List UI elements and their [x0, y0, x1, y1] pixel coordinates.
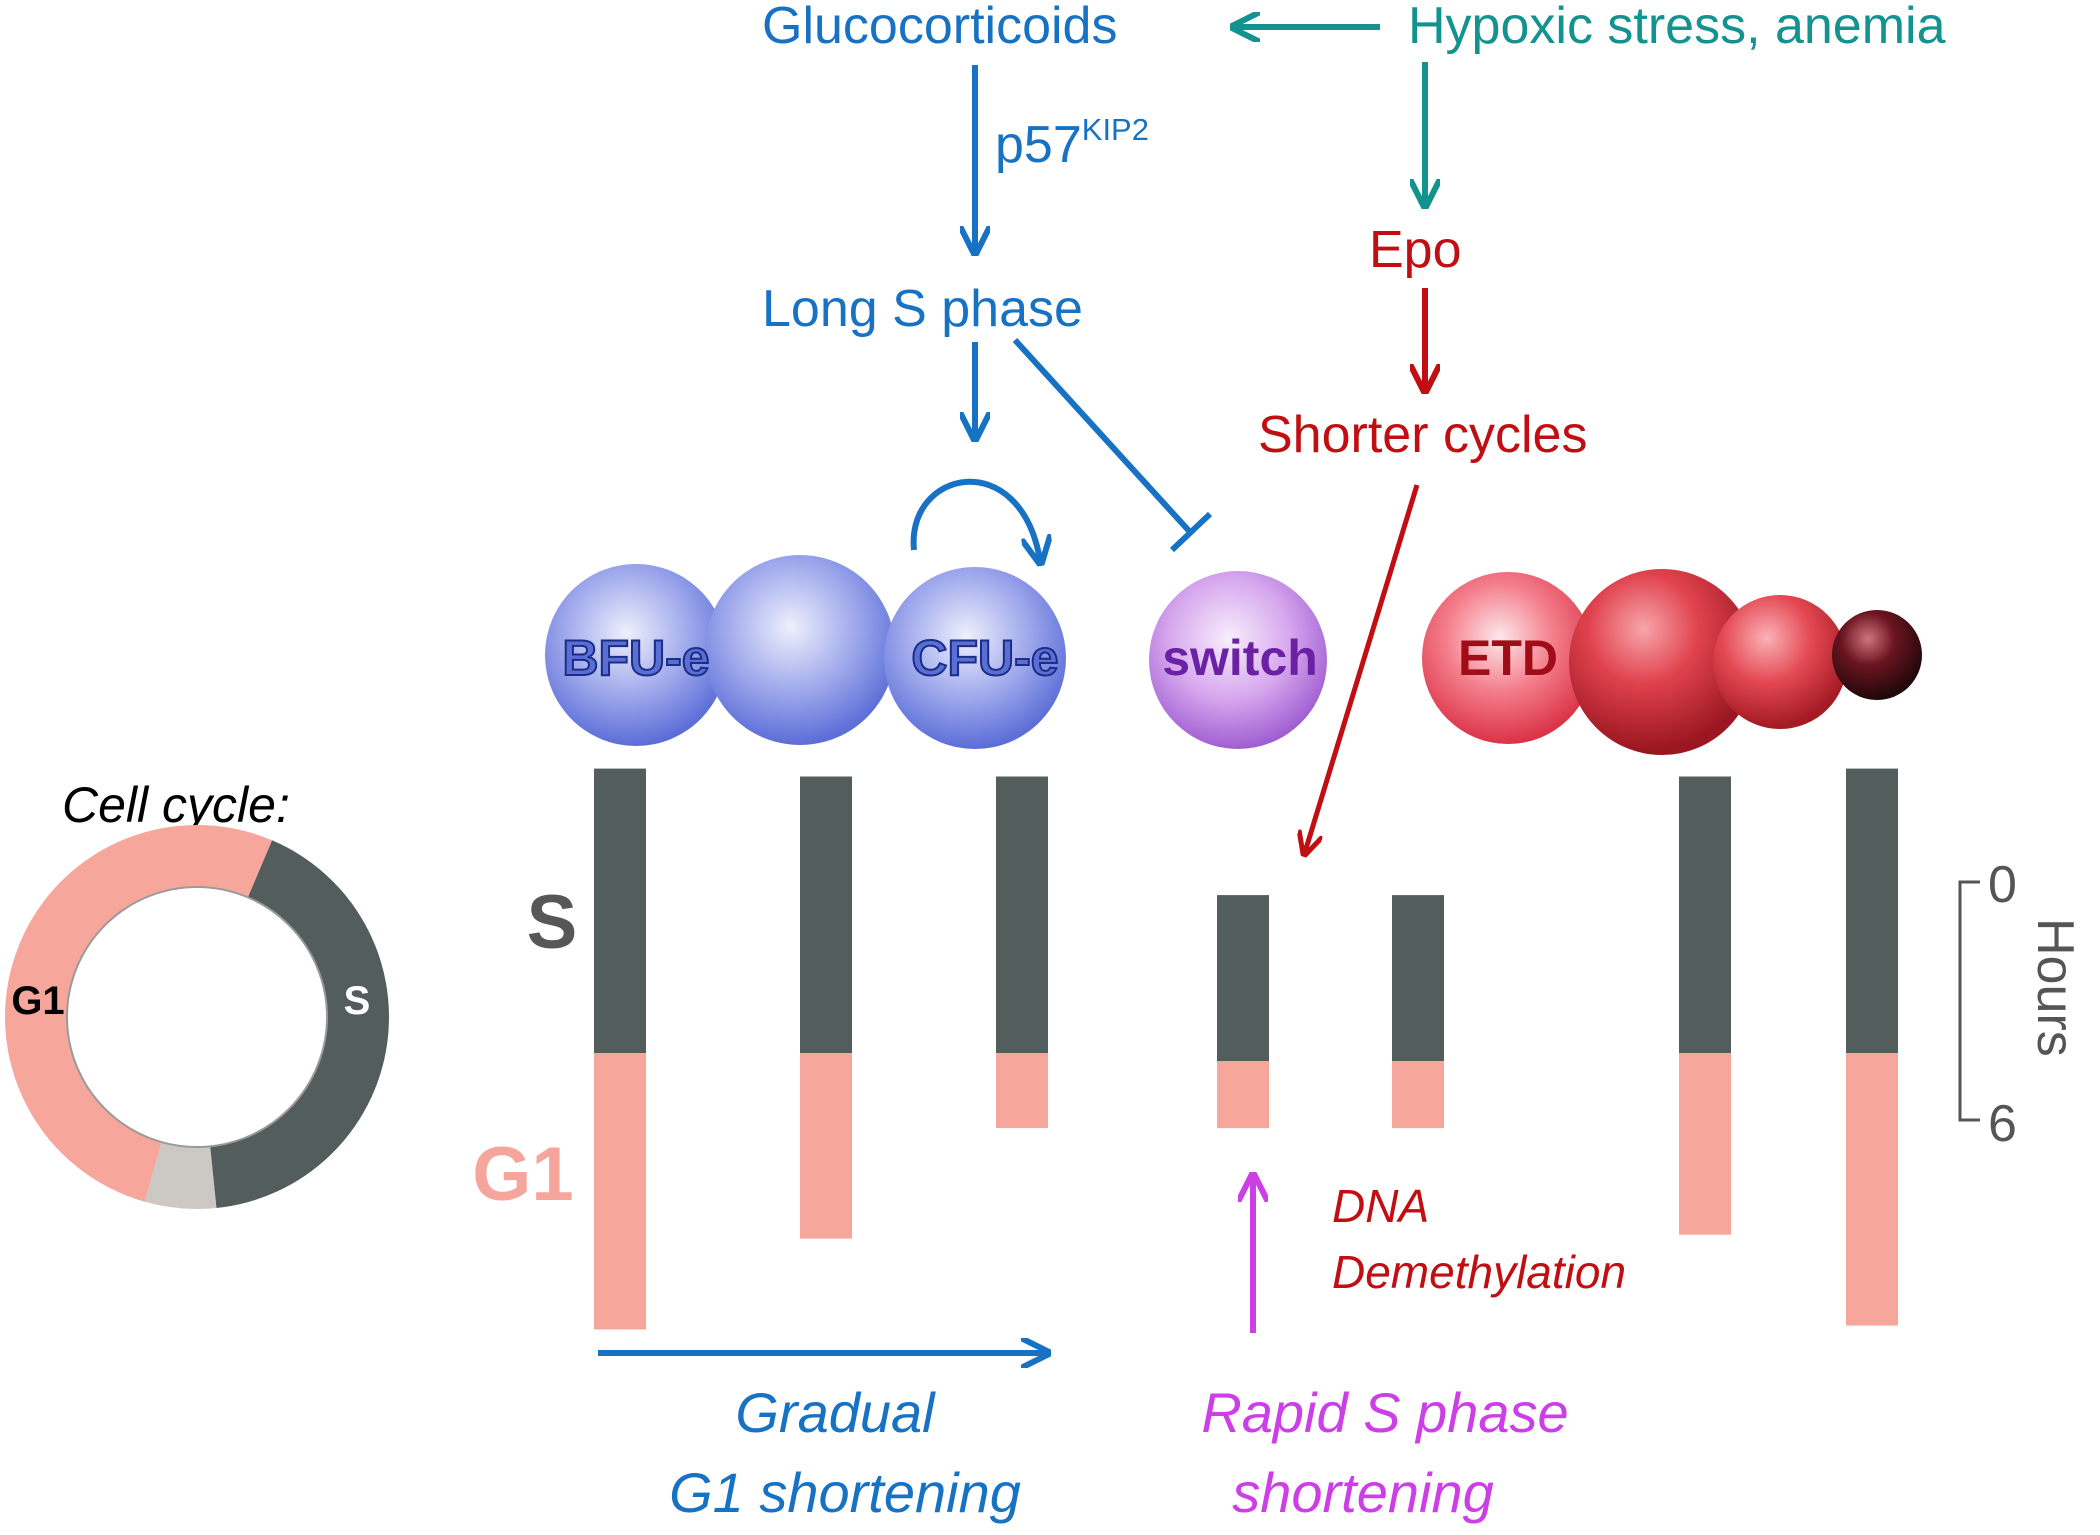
inhibition-bar [1169, 511, 1213, 553]
shorter-cycles-to-bars-arrow [1305, 484, 1420, 852]
donut-g1-segment [5, 825, 273, 1202]
dna-label: DNA [1332, 1180, 1429, 1232]
bar-g1-segment-7 [1846, 1053, 1898, 1326]
hours-tick-6: 6 [1988, 1095, 2017, 1153]
bar-s-segment-7 [1846, 768, 1898, 1053]
hours-tick-0: 0 [1988, 856, 2017, 914]
shortening-label: shortening [1232, 1461, 1494, 1524]
bar-g1-segment-5 [1392, 1061, 1444, 1129]
intermediate-progenitor-cell [705, 555, 895, 745]
p57-superscript-text: KIP2 [1082, 112, 1149, 147]
donut-g1-label: G1 [11, 979, 64, 1023]
hours-scale-bracket [1958, 880, 1980, 1122]
hours-axis-label: Hours [2026, 918, 2084, 1057]
bfu-e-label: BFU-e [562, 630, 709, 686]
switch-cell [1149, 571, 1327, 749]
bar-s-segment-1 [594, 768, 646, 1053]
rapid-s-phase-label: Rapid S phase [1201, 1381, 1568, 1444]
bar-s-segment-4 [1217, 895, 1269, 1061]
long-s-phase-label: Long S phase [762, 280, 1083, 338]
cell-row [545, 555, 1922, 755]
bar-s-segment-2 [800, 776, 852, 1053]
glucocorticoids-label: Glucocorticoids [762, 0, 1117, 55]
donut-inner-edge [66, 886, 328, 1148]
g1-axis-label: G1 [472, 1132, 573, 1217]
bar-s-segment-6 [1679, 776, 1731, 1053]
switch-label: switch [1162, 630, 1318, 686]
epo-label: Epo [1369, 221, 1462, 279]
p57-label: p57KIP2 [995, 112, 1149, 174]
bar-g1-segment-4 [1217, 1061, 1269, 1129]
cfu-e-cell [884, 567, 1066, 749]
cell-cycle-title: Cell cycle: [62, 777, 290, 833]
donut-s-label: S [344, 979, 371, 1023]
erythroblast-large-cell [1569, 569, 1755, 755]
etd-label: ETD [1458, 630, 1558, 686]
erythroblast-small-cell [1832, 610, 1922, 700]
s-axis-label: S [527, 880, 578, 965]
donut-s-segment [210, 840, 389, 1209]
erythroblast-medium-cell [1713, 595, 1847, 729]
g1-shortening-label: G1 shortening [669, 1461, 1021, 1524]
phase-bars [594, 768, 1898, 1330]
bar-g1-segment-6 [1679, 1053, 1731, 1235]
donut-g2m-segment [144, 1142, 217, 1209]
long-s-inhibits-switch-line [1012, 337, 1193, 535]
bar-g1-segment-3 [996, 1053, 1048, 1129]
bfu-e-cell [545, 564, 727, 746]
shorter-cycles-label: Shorter cycles [1258, 406, 1587, 464]
gradual-label: Gradual [735, 1381, 936, 1444]
hypoxic-stress-label: Hypoxic stress, anemia [1408, 0, 1946, 55]
cell-cycle-donut [5, 825, 389, 1209]
bar-s-segment-3 [996, 776, 1048, 1053]
bar-s-segment-5 [1392, 895, 1444, 1061]
etd-cell [1422, 572, 1594, 744]
bar-g1-segment-2 [800, 1053, 852, 1239]
self-renewal-curved-arrow [910, 478, 1040, 560]
cfu-e-label: CFU-e [911, 630, 1058, 686]
p57-main-text: p57 [995, 116, 1082, 174]
bar-g1-segment-1 [594, 1053, 646, 1330]
demethylation-label: Demethylation [1332, 1246, 1626, 1298]
